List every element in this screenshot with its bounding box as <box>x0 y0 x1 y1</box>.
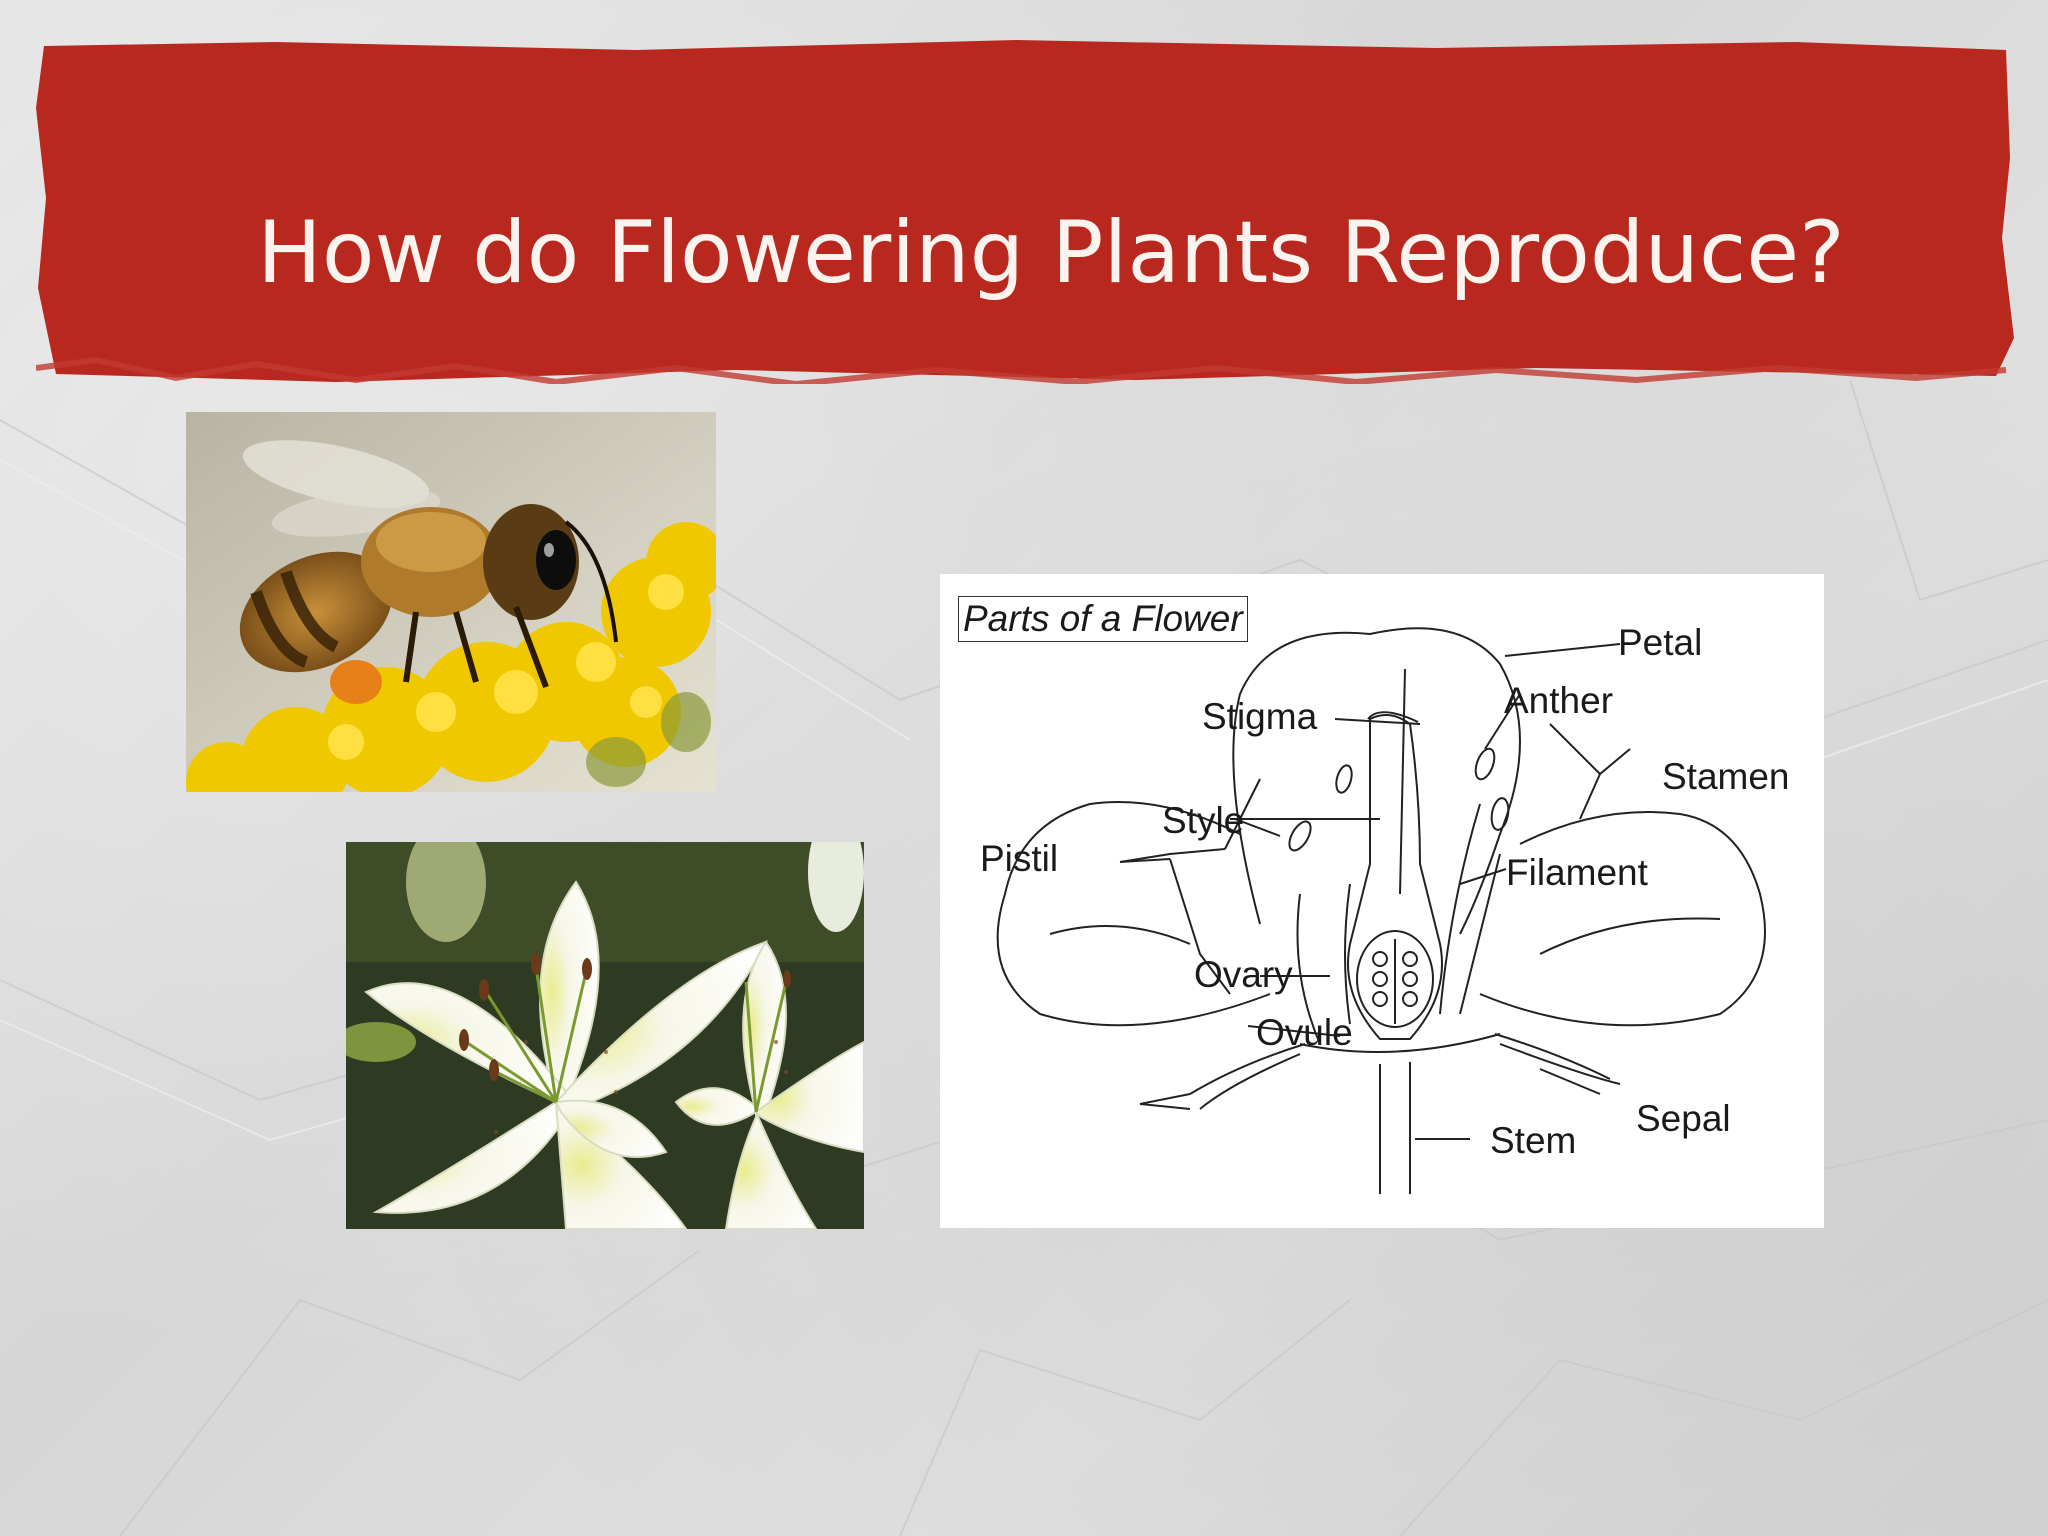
label-petal: Petal <box>1618 622 1703 663</box>
label-filament: Filament <box>1506 852 1648 893</box>
diagram-title: Parts of a Flower <box>958 596 1248 642</box>
label-stigma: Stigma <box>1202 696 1318 737</box>
slide-title: How do Flowering Plants Reproduce? <box>257 203 1845 303</box>
label-stem: Stem <box>1490 1120 1577 1161</box>
label-style: Style <box>1162 800 1245 841</box>
label-pistil: Pistil <box>980 838 1059 879</box>
bee-photo <box>186 412 716 792</box>
label-anther: Anther <box>1504 680 1614 721</box>
lily-photo <box>346 842 864 1229</box>
label-ovary: Ovary <box>1194 954 1293 995</box>
flower-parts-diagram: Parts of a Flower Petal Anther Stigma St… <box>940 574 1824 1228</box>
label-stamen: Stamen <box>1662 756 1790 797</box>
title-banner-shape <box>36 40 2014 382</box>
label-ovule: Ovule <box>1256 1012 1353 1053</box>
title-banner: How do Flowering Plants Reproduce? <box>36 38 2016 384</box>
label-sepal: Sepal <box>1636 1098 1731 1139</box>
